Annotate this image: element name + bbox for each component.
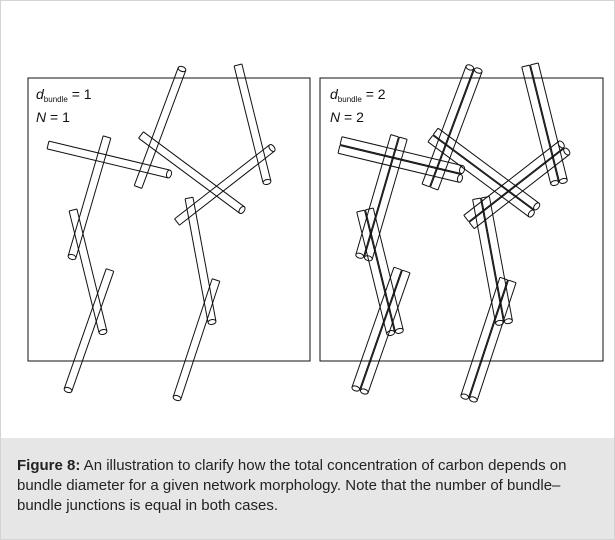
rod-body xyxy=(460,276,508,398)
rod-body xyxy=(172,278,221,400)
rod-end-cap xyxy=(359,388,369,395)
panel-right-d-symbol: d xyxy=(330,86,339,102)
network-illustration: dbundle = 1 N = 1 dbundle = 2 N = 2 xyxy=(27,62,604,403)
rod-body xyxy=(138,131,245,214)
rod-body xyxy=(481,195,513,323)
rod-end-cap xyxy=(558,177,568,184)
panel-left-n-symbol: N xyxy=(36,109,47,125)
panel-left-frame xyxy=(27,77,311,362)
panel-left-d-subscript: bundle xyxy=(44,95,69,104)
rod-end-cap xyxy=(473,67,483,74)
rod-body xyxy=(356,209,395,335)
rod-body xyxy=(468,147,570,230)
rod-end-cap xyxy=(503,318,513,325)
rod-body xyxy=(529,62,568,183)
rod-body xyxy=(355,134,399,257)
rod-end-cap xyxy=(351,385,361,392)
rod-end-cap xyxy=(465,64,475,71)
rod-end-cap xyxy=(533,202,541,211)
rod-end-cap xyxy=(355,252,365,259)
rod-body xyxy=(427,134,535,218)
caption-text: An illustration to clarify how the total… xyxy=(17,457,567,514)
rod-body xyxy=(351,266,402,391)
panel-right-n-value: = 2 xyxy=(340,109,364,125)
rod-end-cap xyxy=(165,169,173,179)
rod-body xyxy=(339,136,464,175)
rod-body xyxy=(360,269,411,393)
rod-end-cap xyxy=(207,319,217,325)
rod-body xyxy=(63,268,115,392)
rod-body xyxy=(184,196,217,323)
rod-end-cap xyxy=(386,330,396,337)
rod-end-cap xyxy=(527,209,535,218)
panel-left-rods xyxy=(46,63,276,402)
panel-right-d-subscript: bundle xyxy=(338,95,363,104)
panel-left-d-value: = 1 xyxy=(68,86,92,102)
panel-left-d-symbol: d xyxy=(36,86,45,102)
panel-right-n-label: N = 2 xyxy=(330,109,364,125)
panel-right-n-symbol: N xyxy=(330,109,341,125)
rod-body xyxy=(421,65,475,188)
rod-body xyxy=(463,140,565,223)
panel-left-dbundle-label: dbundle = 1 xyxy=(36,86,92,104)
rod-body xyxy=(364,136,408,260)
rod-body xyxy=(469,279,517,401)
caption-label: Figure 8: xyxy=(17,457,81,474)
rod-end-cap xyxy=(563,147,571,156)
panel-left-n-label: N = 1 xyxy=(36,109,70,125)
panel-left-n-value: = 1 xyxy=(46,109,70,125)
rod-body xyxy=(67,135,112,259)
rod-end-cap xyxy=(550,180,560,187)
rod-end-cap xyxy=(456,173,463,183)
rod-end-cap xyxy=(238,205,246,215)
rod-end-cap xyxy=(459,165,466,175)
rod-end-cap xyxy=(63,386,73,394)
rod-end-cap xyxy=(98,328,108,336)
rod-end-cap xyxy=(262,178,272,186)
rod-end-cap xyxy=(394,327,404,334)
rod-body xyxy=(233,63,272,184)
panel-right-d-value: = 2 xyxy=(362,86,386,102)
rod-body xyxy=(429,69,483,191)
rod-end-cap xyxy=(172,394,182,402)
rod-end-cap xyxy=(460,393,470,400)
rod-body xyxy=(133,67,187,189)
rod-end-cap xyxy=(557,140,565,149)
figure-caption: Figure 8: An illustration to clarify how… xyxy=(1,438,614,539)
rod-body xyxy=(521,64,560,185)
rod-end-cap xyxy=(67,253,77,261)
panel-right-dbundle-label: dbundle = 2 xyxy=(330,86,386,104)
rod-body xyxy=(68,208,108,334)
rod-end-cap xyxy=(268,144,276,152)
rod-end-cap xyxy=(177,65,187,73)
rod-end-cap xyxy=(468,396,478,403)
panel-right-rods xyxy=(337,62,571,403)
rod-body xyxy=(174,144,275,226)
rod-body xyxy=(365,207,404,333)
